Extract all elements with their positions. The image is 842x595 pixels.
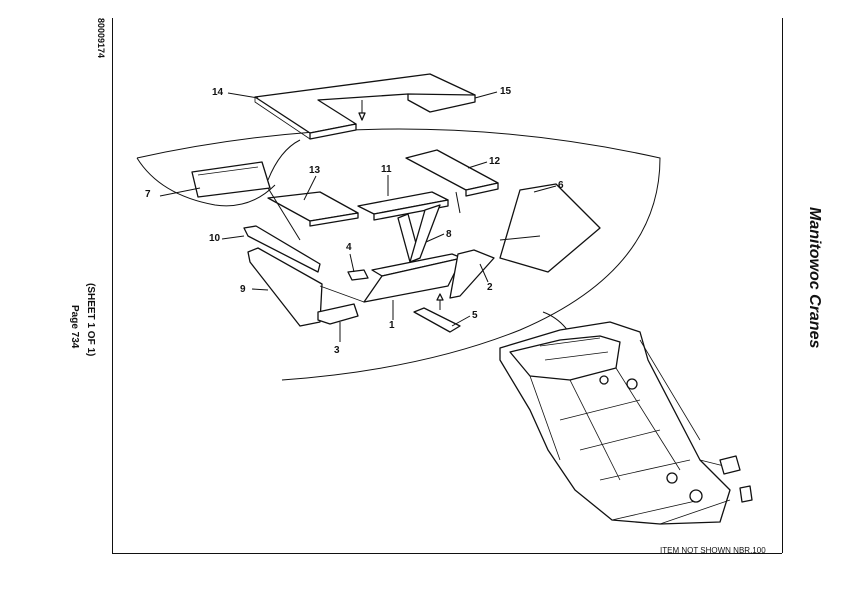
part-13-plate — [267, 191, 359, 227]
part-7-plate — [191, 161, 271, 198]
part-15-plate — [407, 93, 476, 113]
part-9-side-plate — [247, 247, 323, 327]
part-3-end-cap — [317, 303, 359, 325]
part-12-plate — [405, 149, 499, 197]
callout-3: 3 — [334, 345, 340, 356]
part-11-plate — [357, 191, 449, 221]
callout-11: 11 — [381, 164, 392, 175]
callout-13: 13 — [309, 165, 321, 176]
callout-9: 9 — [240, 284, 246, 295]
left-boundary-curve — [136, 157, 276, 207]
part-10-bar — [243, 225, 321, 273]
arrow-12 — [455, 191, 461, 214]
callout-7: 7 — [145, 189, 151, 200]
callout-6: 6 — [558, 180, 564, 191]
part-2-plate — [449, 249, 495, 299]
callout-10: 10 — [209, 233, 221, 244]
item-not-shown-note: ITEM NOT SHOWN NBR.100 — [660, 546, 766, 555]
right-border-line — [782, 18, 783, 553]
bottom-border-line — [112, 553, 782, 554]
callout-8: 8 — [446, 229, 452, 240]
crane-frame-assembly — [499, 321, 753, 525]
callout-5: 5 — [472, 310, 478, 321]
part-8-gusset — [397, 204, 441, 263]
arrow-13 — [267, 187, 301, 241]
callout-1: 1 — [389, 320, 395, 331]
callout-15: 15 — [500, 86, 512, 97]
callout-12: 12 — [489, 156, 501, 167]
callout-2: 2 — [487, 282, 493, 293]
left-border-line — [112, 18, 113, 553]
part-5-bar — [413, 307, 461, 333]
callout-14: 14 — [212, 87, 224, 98]
callout-4: 4 — [346, 242, 352, 253]
part-4-block — [347, 269, 369, 281]
part-6-plate — [499, 183, 601, 273]
